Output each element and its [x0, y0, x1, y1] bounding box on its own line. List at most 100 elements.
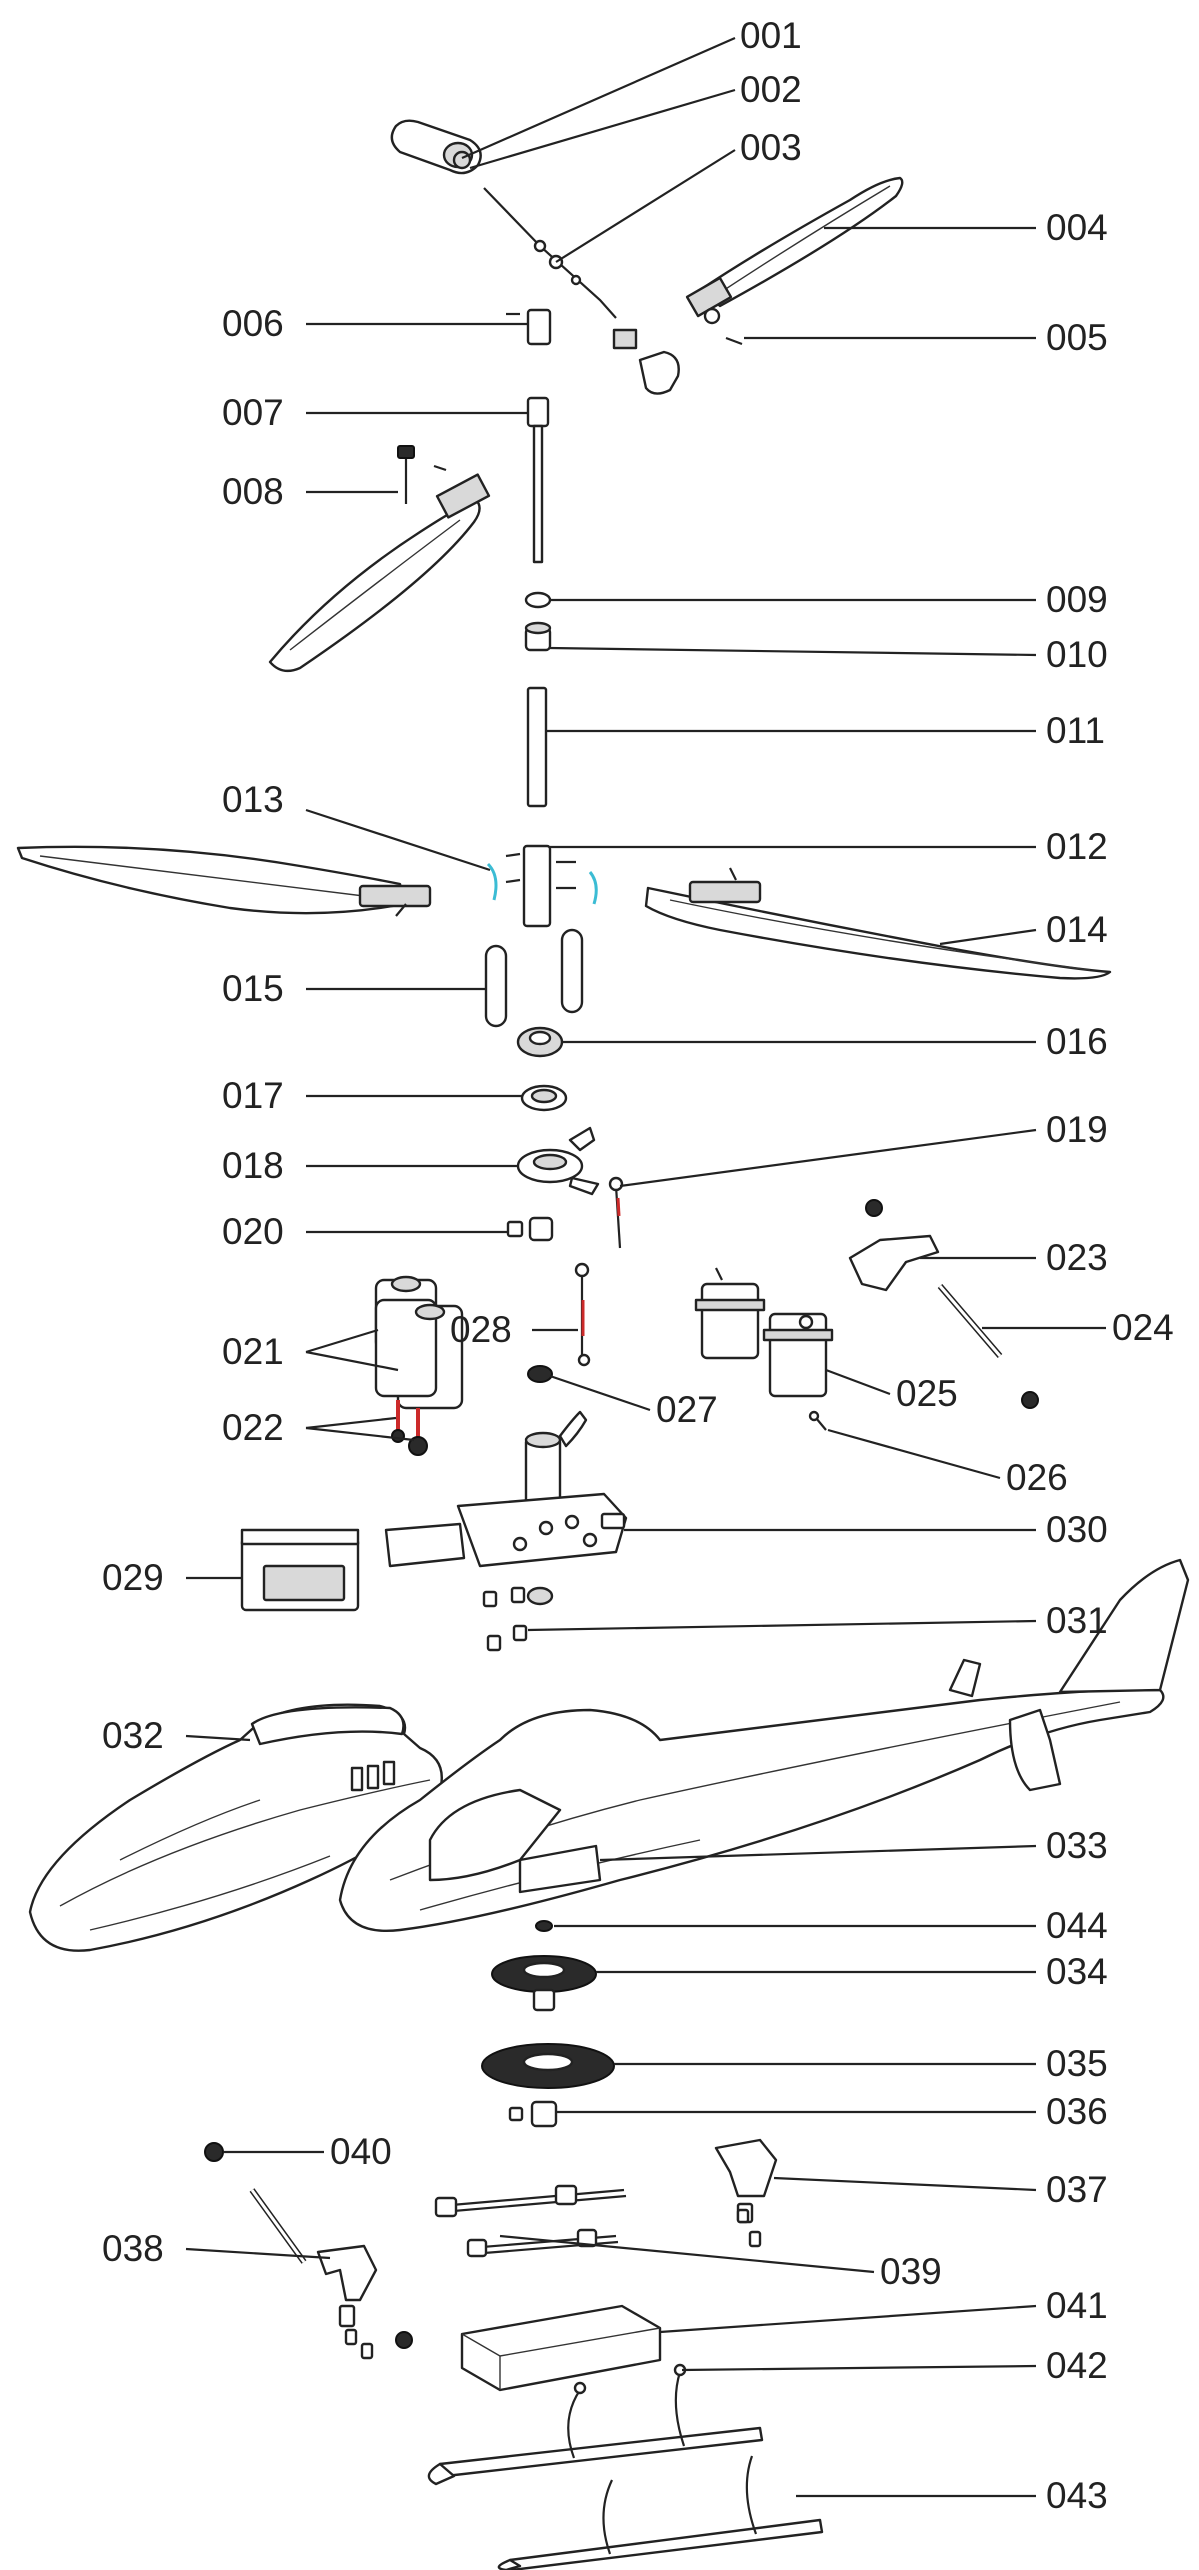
leader-025 [825, 1368, 891, 1396]
label-034: 034 [1046, 1951, 1108, 1992]
leader-021b [305, 1350, 399, 1372]
leader-042 [681, 2364, 1037, 2372]
bearing-009-drawing [524, 591, 552, 609]
screws-031-drawing [482, 1586, 554, 1652]
flybar-rod-drawing [483, 187, 617, 319]
leader-014 [939, 928, 1037, 946]
label-017: 017 [222, 1075, 284, 1116]
label-026: 026 [1006, 1457, 1068, 1498]
label-041: 041 [1046, 2285, 1108, 2326]
label-018: 018 [222, 1145, 284, 1186]
label-038: 038 [102, 2228, 164, 2269]
leader-022a [305, 1416, 397, 1430]
label-043: 043 [1046, 2475, 1108, 2516]
main-gear-034-drawing [491, 1955, 597, 2012]
label-012: 012 [1046, 826, 1108, 867]
label-007: 007 [222, 392, 284, 433]
label-037: 037 [1046, 2169, 1108, 2210]
fuselage-033-drawing [338, 1558, 1190, 1933]
screw-005-drawing [725, 336, 743, 346]
canopy-032-drawing [28, 1703, 443, 1952]
label-014: 014 [1046, 909, 1108, 950]
leader-032 [185, 1734, 251, 1742]
label-001: 001 [740, 15, 802, 56]
label-044: 044 [1046, 1905, 1108, 1946]
part-drawings [16, 119, 1190, 2570]
label-025: 025 [896, 1373, 958, 1414]
hub-016-drawing [516, 1026, 564, 1058]
linkage-013-drawing [486, 862, 598, 905]
landing-skid-drawing [427, 2363, 824, 2570]
motors-021-drawing [374, 1275, 464, 1410]
label-013: 013 [222, 779, 284, 820]
leader-001 [461, 36, 736, 160]
flybar-weight-b-drawing [612, 328, 680, 395]
label-032: 032 [102, 1715, 164, 1756]
label-005: 005 [1046, 317, 1108, 358]
label-033: 033 [1046, 1825, 1108, 1866]
main-frame-030-drawing [384, 1410, 628, 1568]
bracket-023-drawing [848, 1199, 940, 1292]
label-016: 016 [1046, 1021, 1108, 1062]
label-003: 003 [740, 127, 802, 168]
screw-026-drawing [808, 1410, 827, 1431]
main-gear-035-drawing [481, 2043, 615, 2089]
head-block-drawing [506, 308, 552, 346]
leader-022b [305, 1426, 415, 1442]
receiver-029-drawing [240, 1528, 360, 1612]
label-010: 010 [1046, 634, 1108, 675]
label-030: 030 [1046, 1509, 1108, 1550]
label-015: 015 [222, 968, 284, 1009]
pinions-022-drawing [391, 1400, 428, 1456]
leader-002 [469, 88, 736, 170]
mount-037-drawing [714, 2138, 778, 2248]
label-027: 027 [656, 1389, 718, 1430]
label-029: 029 [102, 1557, 164, 1598]
label-009: 009 [1046, 579, 1108, 620]
label-036: 036 [1046, 2091, 1108, 2132]
label-023: 023 [1046, 1237, 1108, 1278]
label-035: 035 [1046, 2043, 1108, 2084]
bushing-010-drawing [524, 621, 552, 652]
leader-039 [499, 2234, 875, 2274]
leader-041 [659, 2304, 1037, 2334]
label-031: 031 [1046, 1600, 1108, 1641]
label-002: 002 [740, 69, 802, 110]
outer-shaft-drawing [526, 686, 548, 808]
mount-038-drawing [249, 2188, 413, 2360]
label-028: 028 [450, 1309, 512, 1350]
label-004: 004 [1046, 207, 1108, 248]
ring-017-drawing [520, 1084, 568, 1112]
label-042: 042 [1046, 2345, 1108, 2386]
linkage-028-drawing [574, 1262, 591, 1367]
nut-040-drawing [204, 2142, 224, 2162]
label-024: 024 [1112, 1307, 1174, 1348]
leader-lines [185, 36, 1106, 2498]
leader-013 [305, 808, 491, 872]
label-019: 019 [1046, 1109, 1108, 1150]
label-021: 021 [222, 1331, 284, 1372]
lower-head-drawing [505, 844, 576, 928]
leader-021a [305, 1328, 379, 1354]
battery-041-drawing [460, 2304, 662, 2392]
leader-010 [549, 646, 1037, 657]
leader-027 [549, 1374, 651, 1412]
leader-031 [527, 1619, 1037, 1632]
link-015-drawing [484, 928, 584, 1028]
bearing-027-drawing [527, 1365, 553, 1383]
part-labels: 001 002 003 004 005 006 007 008 009 010 … [102, 15, 1174, 2516]
bushing-020-drawing [506, 1216, 554, 1242]
washer-044-drawing [535, 1920, 553, 1932]
lower-blades-drawing [16, 845, 1112, 980]
linkage-019-drawing [608, 1176, 624, 1249]
bushing-036-drawing [508, 2100, 558, 2128]
label-039: 039 [880, 2251, 942, 2292]
servos-025-drawing [694, 1267, 834, 1398]
label-040: 040 [330, 2131, 392, 2172]
upper-blade-drawing [685, 176, 904, 325]
swashplate-018-drawing [516, 1126, 600, 1196]
label-022: 022 [222, 1407, 284, 1448]
label-011: 011 [1046, 710, 1105, 751]
